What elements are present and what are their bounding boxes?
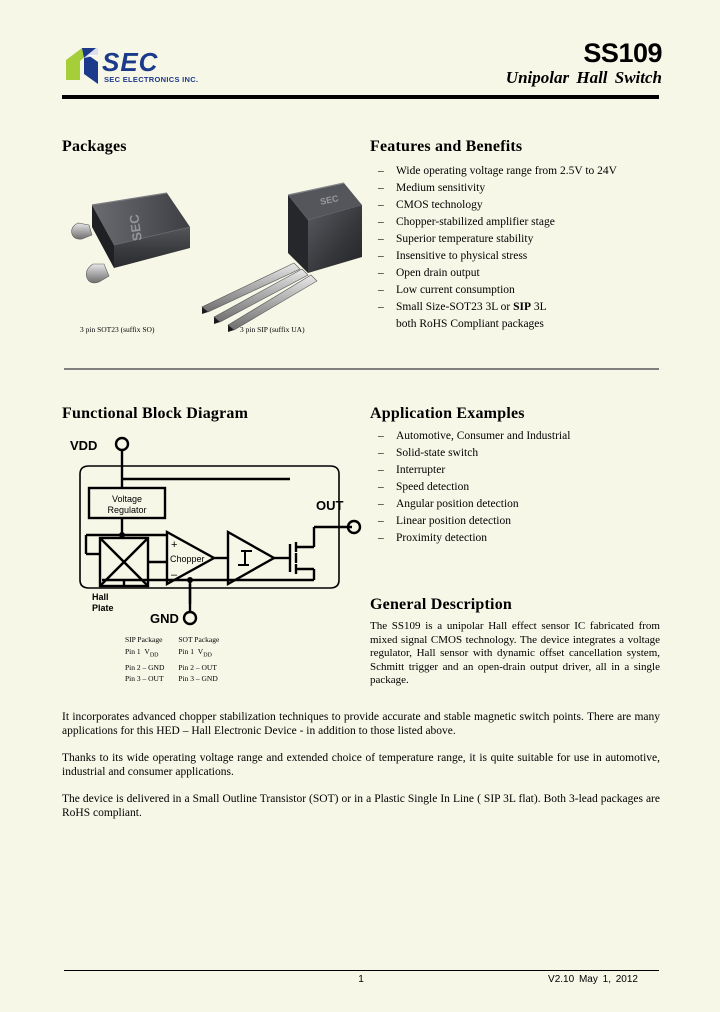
block-diagram-heading: Functional Block Diagram <box>62 405 249 422</box>
diagram-junctions <box>119 532 193 583</box>
application-item: Solid-state switch <box>370 445 662 462</box>
features-list: Wide operating voltage range from 2.5V t… <box>370 163 662 333</box>
general-description-body: The SS109 is a unipolar Hall effect sens… <box>370 620 660 686</box>
application-item: Linear position detection <box>370 513 662 530</box>
header-rule <box>62 95 659 99</box>
pin-table-col1-title: SIP Package <box>125 635 163 644</box>
block-diagram-graphic: VDD GND OUT Voltage Regulator Hall Plate… <box>70 436 362 626</box>
label-out: OUT <box>316 498 344 513</box>
schmitt-symbol <box>238 550 252 566</box>
package-images: SEC SEC <box>62 165 362 340</box>
logo-graphic: SEC SEC ELECTRONICS INC. <box>66 47 198 84</box>
feature-item: Chopper-stabilized amplifier stage <box>370 214 662 231</box>
label-gnd: GND <box>150 611 179 626</box>
package-caption-sot23: 3 pin SOT23 (suffix SO) <box>80 325 155 334</box>
pin-cell: Pin 2 – GND <box>125 662 165 672</box>
application-item: Speed detection <box>370 479 662 496</box>
part-subtitle: Unipolar Hall Switch <box>505 68 662 87</box>
general-description-heading: General Description <box>370 596 512 613</box>
pin-cell: Pin 1 VDD <box>178 647 212 659</box>
features-heading: Features and Benefits <box>370 138 523 155</box>
application-item: Interrupter <box>370 462 662 479</box>
table-row: Pin 3 – OUT Pin 3 – GND <box>125 673 233 684</box>
body-paragraph: It incorporates advanced chopper stabili… <box>62 711 660 737</box>
table-row: Pin 2 – GND Pin 2 – OUT <box>125 662 233 673</box>
feature-item: Wide operating voltage range from 2.5V t… <box>370 163 662 180</box>
page-footer: 1 V2.10 May 1, 2012 <box>62 974 660 990</box>
pin-cell: Pin 3 – GND <box>178 673 218 683</box>
part-number: SS109 <box>583 38 662 68</box>
packages-heading: Packages <box>62 138 127 155</box>
svg-text:SEC: SEC <box>126 213 145 242</box>
pin-table-col2-title: SOT Package <box>178 635 220 644</box>
feature-item: Medium sensitivity <box>370 180 662 197</box>
svg-text:SEC: SEC <box>319 193 340 207</box>
sot23-package-image: SEC <box>71 192 191 284</box>
footer-page-number: 1 <box>358 974 364 985</box>
body-paragraph: The device is delivered in a Small Outli… <box>62 793 660 819</box>
label-amp-minus: – <box>171 569 178 581</box>
pin-table-header-row: SIP Package SOT Package <box>125 634 233 646</box>
footer-version: V2.10 May 1, 2012 <box>548 974 638 985</box>
label-chopper: Chopper <box>170 554 205 564</box>
svg-text:SEC ELECTRONICS INC.: SEC ELECTRONICS INC. <box>104 75 198 84</box>
feature-item: Insensitive to physical stress <box>370 248 662 265</box>
pin-cell: Pin 1 VDD <box>125 647 159 659</box>
functional-block-diagram: VDD GND OUT Voltage Regulator Hall Plate… <box>62 432 367 627</box>
label-hall-1: Hall <box>92 592 109 602</box>
label-hall-2: Plate <box>92 603 114 613</box>
application-item: Angular position detection <box>370 496 662 513</box>
feature-item: Low current consumption <box>370 282 662 299</box>
sip-package-image: SEC <box>201 182 362 332</box>
feature-item: CMOS technology <box>370 197 662 214</box>
label-amp-plus: + <box>171 539 177 551</box>
svg-text:SEC: SEC <box>102 47 159 77</box>
title-block: SS109 Unipolar Hall Switch <box>505 38 663 88</box>
label-regulator-2: Regulator <box>107 505 146 515</box>
pin-cell: Pin 3 – OUT <box>125 673 164 683</box>
body-paragraphs: It incorporates advanced chopper stabili… <box>62 710 660 833</box>
pin-assignment-table: SIP Package SOT Package Pin 1 VDD Pin 1 … <box>125 634 233 684</box>
company-logo: SEC SEC ELECTRONICS INC. <box>62 44 202 88</box>
application-item: Proximity detection <box>370 530 662 547</box>
label-vdd: VDD <box>70 438 97 453</box>
feature-item: Open drain output <box>370 265 662 282</box>
table-row: Pin 1 VDD Pin 1 VDD <box>125 646 233 662</box>
page-header: SEC SEC ELECTRONICS INC. SS109 Unipolar … <box>62 38 663 96</box>
package-illustrations: SEC SEC <box>71 182 362 332</box>
applications-list: Automotive, Consumer and Industrial Soli… <box>370 428 662 547</box>
section-divider <box>64 368 659 370</box>
feature-item: Superior temperature stability <box>370 231 662 248</box>
applications-heading: Application Examples <box>370 405 525 422</box>
application-item: Automotive, Consumer and Industrial <box>370 428 662 445</box>
pin-cell: Pin 2 – OUT <box>178 662 217 672</box>
package-caption-sip: 3 pin SIP (suffix UA) <box>240 325 305 334</box>
body-paragraph: Thanks to its wide operating voltage ran… <box>62 752 660 778</box>
footer-rule <box>64 970 659 971</box>
label-regulator-1: Voltage <box>112 494 142 504</box>
